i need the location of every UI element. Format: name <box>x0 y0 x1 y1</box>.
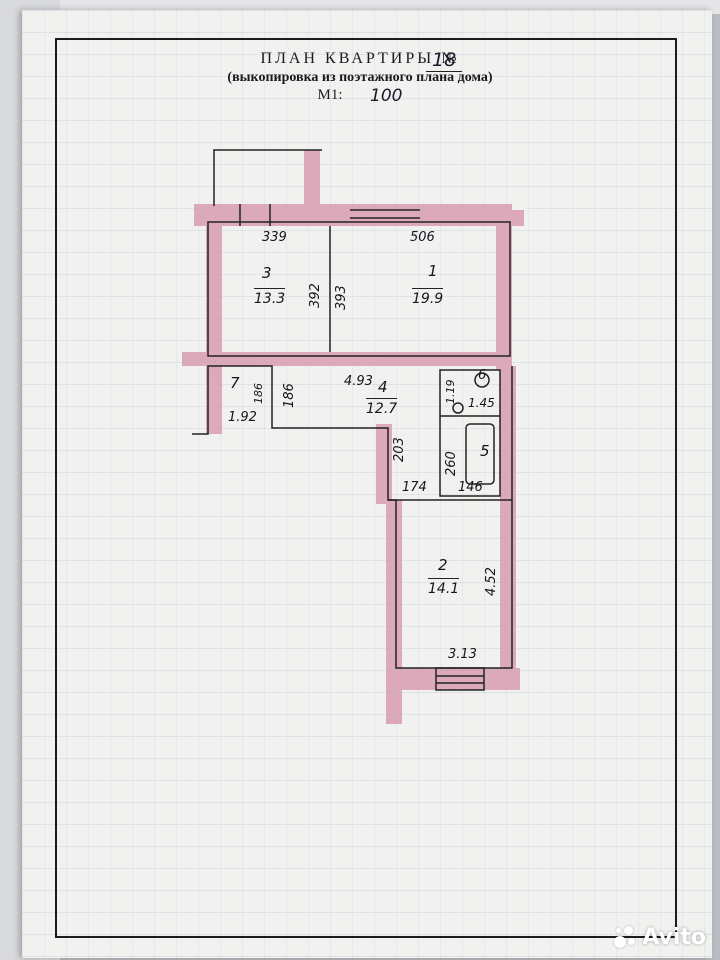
dim-wc-width: 1.45 <box>468 396 495 410</box>
dim-wc-depth: 1.19 <box>444 379 457 405</box>
dim-room7-b: 186 <box>282 383 297 408</box>
floor-plan-sheet <box>22 10 712 958</box>
sheet-frame <box>55 38 677 938</box>
room-1-number: 1 <box>428 262 438 280</box>
scale-value: 100 <box>370 86 403 106</box>
room-4-area: 12.7 <box>366 398 398 417</box>
flat-number: 18 <box>426 49 463 72</box>
room-5-number: 5 <box>480 442 490 460</box>
avito-wordmark: Avito <box>642 924 706 950</box>
dim-corridor-depth: 203 <box>392 437 407 462</box>
room-3-number: 3 <box>262 264 272 282</box>
plan-subtitle: (выкопировка из поэтажного плана дома) <box>227 70 493 85</box>
scale-prefix: М1: <box>317 87 343 103</box>
pink-walls <box>182 150 524 724</box>
dim-room1-width: 506 <box>410 230 435 245</box>
room-7-number: 7 <box>230 374 240 392</box>
room-2-number: 2 <box>438 556 448 574</box>
dim-bath-width: 146 <box>458 480 483 495</box>
dim-hall-length: 4.93 <box>344 374 373 389</box>
room-1-area: 19.9 <box>412 288 444 307</box>
dim-bath-depth: 260 <box>444 451 459 476</box>
avito-logo-icon <box>612 924 638 950</box>
room-2-area: 14.1 <box>428 578 460 597</box>
dim-room3-width: 339 <box>262 230 287 245</box>
wall-outlines <box>192 149 513 691</box>
avito-watermark: Avito <box>612 924 706 950</box>
dim-room2-depth: 4.52 <box>484 567 499 596</box>
dim-room2-width: 3.13 <box>448 647 477 662</box>
scale-line: М1: <box>0 87 720 104</box>
dim-room1-depth: 393 <box>334 285 349 310</box>
room-4-number: 4 <box>378 378 388 396</box>
dim-room3-depth: 392 <box>308 283 323 308</box>
plan-title: ПЛАН КВАРТИРЫ № <box>260 50 460 67</box>
room-3-area: 13.3 <box>254 288 286 307</box>
room-6-number: 6 <box>478 368 487 383</box>
drawing-corner <box>512 196 526 210</box>
dim-corridor-width: 174 <box>402 480 427 495</box>
dim-room7-a: 186 <box>252 383 265 404</box>
dim-room7-width: 1.92 <box>228 410 257 425</box>
